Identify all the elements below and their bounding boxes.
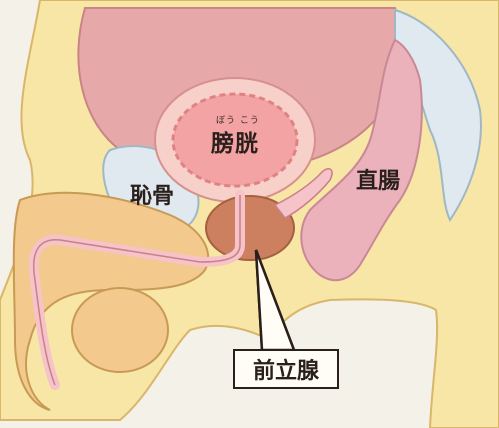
bladder-label: 膀胱 bbox=[211, 124, 259, 158]
rectum-label: 直腸 bbox=[356, 163, 400, 195]
testis-shape bbox=[72, 288, 168, 372]
prostate-label-box: 前立腺 bbox=[233, 349, 339, 389]
prostate-label: 前立腺 bbox=[253, 353, 319, 385]
pubic-bone-label: 恥骨 bbox=[130, 178, 174, 210]
